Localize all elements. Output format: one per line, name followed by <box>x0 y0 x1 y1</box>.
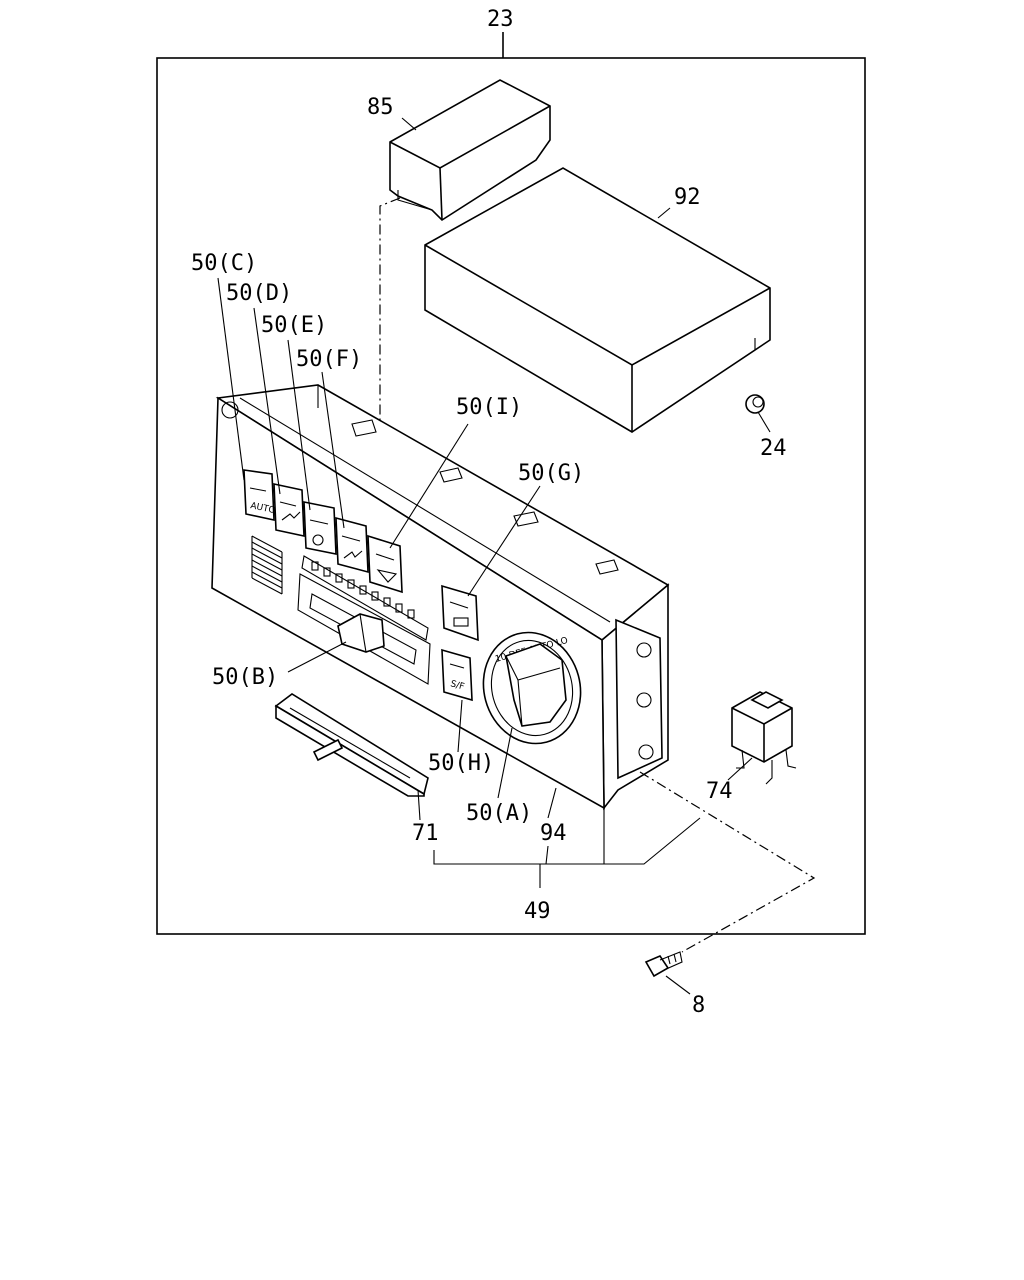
label-50g: 50(G) <box>518 461 584 486</box>
label-85: 85 <box>367 95 394 120</box>
label-49: 49 <box>524 899 551 924</box>
leader-lines <box>217 277 753 888</box>
label-50i: 50(I) <box>456 395 522 420</box>
label-8: 8 <box>692 993 705 1018</box>
label-50b: 50(B) <box>212 665 278 690</box>
button-50e[interactable] <box>303 501 337 555</box>
label-24: 24 <box>760 436 787 461</box>
part-85-cover[interactable] <box>389 79 551 222</box>
label-50c: 50(C) <box>191 251 257 276</box>
label-94: 94 <box>540 821 567 846</box>
assembly-frame <box>156 57 866 935</box>
label-50a: 50(A) <box>466 801 532 826</box>
label-50d: 50(D) <box>226 281 292 306</box>
part-94-housing[interactable] <box>211 384 670 811</box>
part-71-lever[interactable] <box>274 693 429 797</box>
part-24-clip[interactable] <box>745 394 765 414</box>
label-50f: 50(F) <box>296 347 362 372</box>
part-92-block[interactable] <box>424 167 771 433</box>
dial-50a[interactable]: 10 DEF AUTO LO <box>471 621 593 754</box>
temp-scale <box>297 555 431 685</box>
button-50h[interactable]: S/F <box>441 648 473 702</box>
label-50h: 50(H) <box>428 751 494 776</box>
button-50d[interactable] <box>273 483 305 537</box>
button-50f[interactable] <box>335 516 369 574</box>
label-92: 92 <box>674 185 701 210</box>
label-74: 74 <box>706 779 733 804</box>
part-74-switch[interactable] <box>731 691 797 785</box>
button-50i[interactable] <box>367 534 403 594</box>
button-50g[interactable] <box>441 584 479 642</box>
label-23: 23 <box>487 7 514 32</box>
label-50e: 50(E) <box>261 313 327 338</box>
button-50c-auto[interactable]: AUTO <box>243 469 276 521</box>
svg-text:S/F: S/F <box>449 679 465 692</box>
part-8-screw[interactable] <box>644 951 683 978</box>
label-71: 71 <box>412 821 439 846</box>
